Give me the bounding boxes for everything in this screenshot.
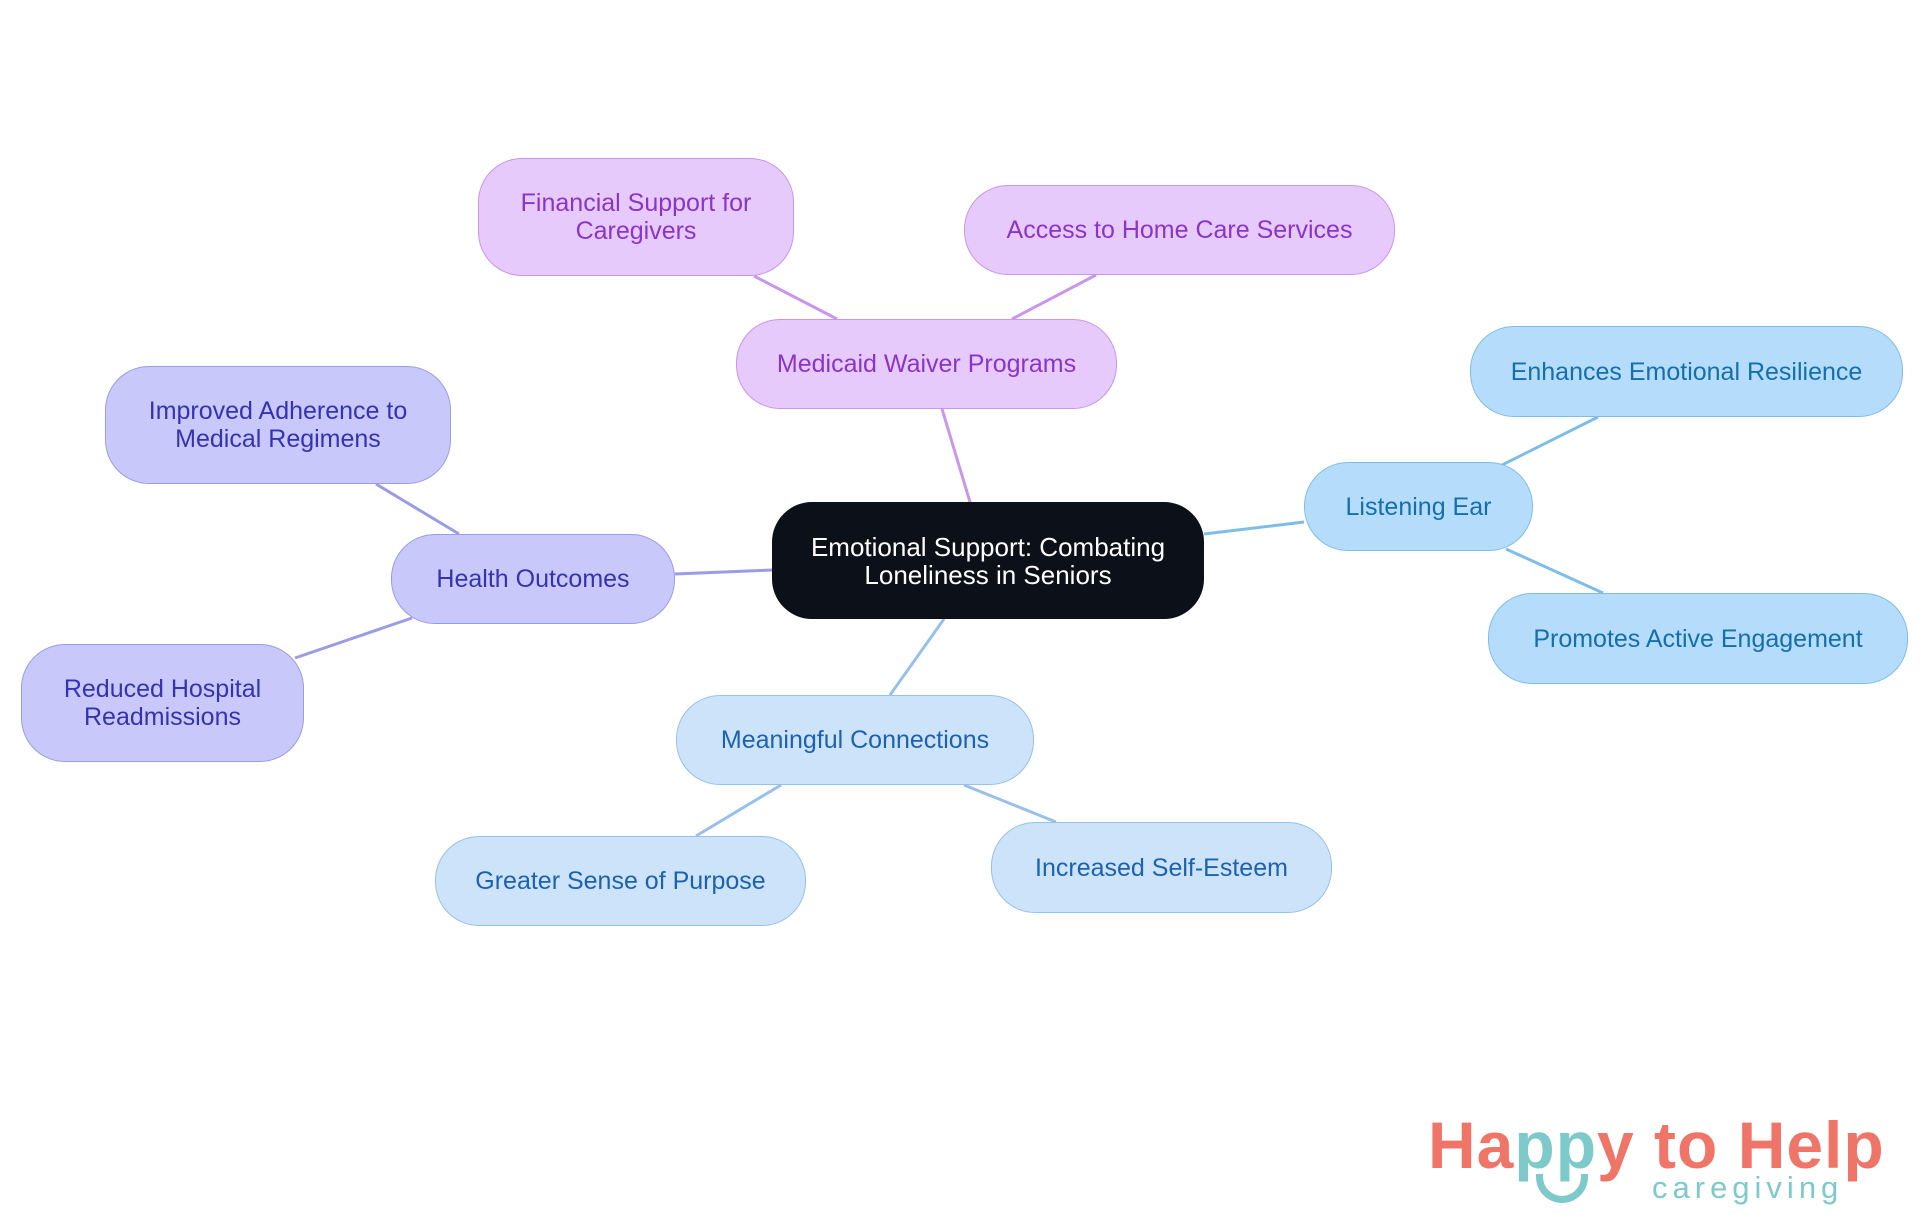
leaf-node-hospital-readmissions[interactable]: Reduced Hospital Readmissions	[21, 644, 304, 762]
edge-listening-enhances	[1501, 415, 1599, 467]
edge-center-meaningful	[888, 618, 946, 696]
edge-meaningful-increased	[963, 783, 1057, 824]
leaf-node-home-care-access[interactable]: Access to Home Care Services	[964, 185, 1395, 275]
happy-to-help-logo: Happy to Help caregiving	[1428, 1112, 1888, 1208]
branch-node-meaningful-connections[interactable]: Meaningful Connections	[676, 695, 1034, 785]
leaf-node-medical-adherence[interactable]: Improved Adherence to Medical Regimens	[105, 366, 451, 484]
smile-icon	[1536, 1174, 1588, 1203]
edge-center-listening	[1203, 520, 1305, 536]
leaf-label: Increased Self-Esteem	[1035, 853, 1288, 882]
branch-node-health-outcomes[interactable]: Health Outcomes	[391, 534, 675, 624]
leaf-node-sense-of-purpose[interactable]: Greater Sense of Purpose	[435, 836, 806, 926]
edge-meaningful-greater	[695, 783, 782, 838]
branch-label: Listening Ear	[1345, 492, 1492, 521]
edge-medicaid-access	[1011, 273, 1097, 321]
leaf-label: Financial Support for Caregivers	[520, 189, 752, 245]
branch-node-medicaid-waiver[interactable]: Medicaid Waiver Programs	[736, 319, 1117, 409]
logo-wordmark: Happy to Help	[1428, 1108, 1885, 1182]
leaf-label: Promotes Active Engagement	[1533, 624, 1863, 653]
branch-label: Health Outcomes	[436, 565, 630, 593]
leaf-node-self-esteem[interactable]: Increased Self-Esteem	[991, 822, 1332, 913]
edge-center-medicaid	[940, 408, 972, 503]
leaf-node-financial-support[interactable]: Financial Support for Caregivers	[478, 158, 794, 276]
logo-subtitle: caregiving	[1652, 1170, 1844, 1205]
edge-medicaid-financial	[753, 274, 838, 321]
branch-label: Meaningful Connections	[720, 726, 990, 754]
edge-center-health	[674, 568, 773, 576]
edge-listening-promotes	[1505, 547, 1604, 595]
edge-health-reduced	[294, 616, 413, 660]
leaf-label: Reduced Hospital Readmissions	[63, 675, 262, 731]
leaf-label: Access to Home Care Services	[1006, 216, 1353, 244]
leaf-label: Greater Sense of Purpose	[475, 867, 766, 895]
edge-health-improved	[375, 482, 460, 536]
leaf-label: Improved Adherence to Medical Regimens	[148, 397, 408, 453]
central-topic-node[interactable]: Emotional Support: Combating Loneliness …	[772, 502, 1204, 619]
leaf-node-active-engagement[interactable]: Promotes Active Engagement	[1488, 593, 1908, 684]
leaf-node-emotional-resilience[interactable]: Enhances Emotional Resilience	[1470, 326, 1903, 417]
branch-node-listening-ear[interactable]: Listening Ear	[1304, 462, 1533, 551]
central-topic-label: Emotional Support: Combating Loneliness …	[810, 531, 1166, 590]
leaf-label: Enhances Emotional Resilience	[1510, 357, 1863, 386]
branch-label: Medicaid Waiver Programs	[776, 350, 1077, 378]
